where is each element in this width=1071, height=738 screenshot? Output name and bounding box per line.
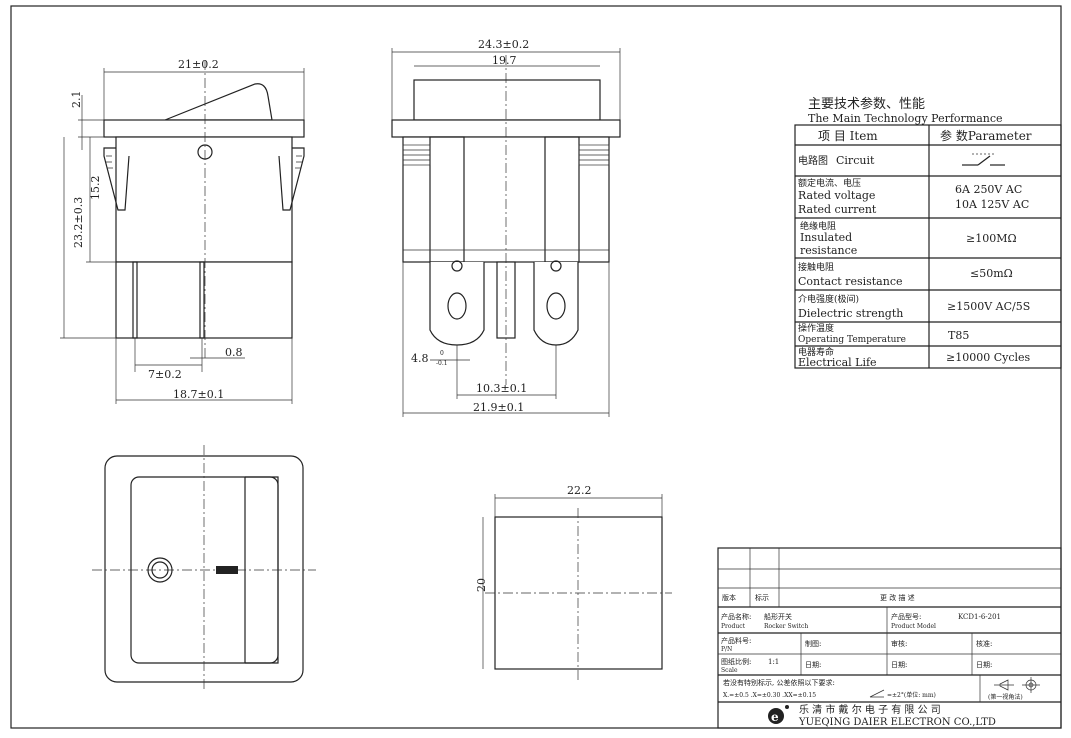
- row-insulated-en: Insulated: [800, 231, 852, 244]
- title-block: 版本 标示 更 改 描 述 产品名称: 船形开关 Product Rocker …: [717, 547, 1062, 729]
- tb-scale-label: 图纸比例:: [721, 657, 751, 666]
- dim-cutout-20: 20: [475, 578, 488, 592]
- front-cap: [413, 79, 601, 121]
- row-insulated-val1: ≥100MΩ: [966, 232, 1017, 245]
- perf-header-param: 参 数Parameter: [940, 128, 1032, 143]
- row-insulated-cn: 绝缘电阻: [800, 220, 836, 232]
- tb-drawn-label: 制图:: [805, 639, 821, 648]
- row-rated-val2: 10A 125V AC: [955, 198, 1029, 211]
- dim-height-15-2: 15.2: [89, 176, 102, 201]
- tb-company-cn: 乐 清 市 戴 尔 电 子 有 限 公 司: [799, 703, 941, 716]
- row-life-val1: ≥10000 Cycles: [946, 351, 1031, 364]
- row-circuit-en: Circuit: [836, 154, 875, 167]
- rocker-mark: [216, 566, 238, 574]
- tb-product-name-cn: 船形开关: [764, 612, 792, 621]
- row-dielectric-val1: ≥1500V AC/5S: [947, 300, 1030, 313]
- row-life-en: Electrical Life: [798, 356, 877, 369]
- dim-width-18-7: 18.7±0.1: [173, 388, 224, 401]
- dim-terminal-tol-upper: 0: [440, 350, 444, 357]
- row-rated-val1: 6A 250V AC: [955, 183, 1022, 196]
- company-logo-icon: e: [768, 705, 789, 724]
- perf-header-item: 项 目 Item: [818, 129, 878, 143]
- row-temp-val1: T85: [948, 329, 969, 342]
- tb-scale-value: 1:1: [768, 658, 779, 666]
- tb-projection: (第一视角法): [988, 693, 1023, 701]
- dim-height-2-1: 2.1: [70, 91, 83, 109]
- dim-height-23-2: 23.2±0.3: [72, 197, 85, 248]
- tb-change-desc: 更 改 描 述: [880, 593, 915, 602]
- row-rated-en: Rated voltage: [798, 189, 875, 202]
- tb-company-en: YUEQING DAIER ELECTRON CO.,LTD: [798, 717, 996, 728]
- dim-width-19-7: 19.7: [492, 54, 517, 67]
- dim-pin-0-8: 0.8: [225, 346, 243, 359]
- perf-title-cn: 主要技术参数、性能: [808, 96, 925, 112]
- dim-width-21-9: 21.9±0.1: [473, 401, 524, 414]
- front-view: 24.3±0.2 19.7 4.8 0 -0.1 10.3±0.1 21.9±0…: [391, 38, 621, 417]
- rocker-actuator: [164, 83, 273, 121]
- terminal-left: [429, 262, 485, 346]
- tb-date-3: 日期:: [976, 661, 992, 669]
- row-circuit-cn: 电路图: [798, 154, 828, 167]
- dim-cutout-22-2: 22.2: [567, 484, 592, 497]
- tb-approve-label: 核准:: [976, 639, 992, 648]
- tb-date-1: 日期:: [805, 661, 821, 669]
- tb-model-label: 产品型号:: [891, 612, 921, 621]
- dim-pitch-7: 7±0.2: [148, 368, 182, 381]
- tb-version-label: 版本: [722, 593, 736, 602]
- svg-text:e: e: [771, 710, 779, 724]
- row-contact-cn: 接触电阻: [798, 261, 834, 273]
- side-view: 21±0.2 2.1 15.2 23.2±0.3 7±0.2 0.8 18.7±…: [60, 58, 305, 404]
- tb-product-name-en: Rocker Switch: [764, 623, 808, 630]
- angle-icon: [869, 689, 885, 698]
- panel-cutout: 22.2 20: [475, 484, 672, 680]
- row-dielectric-en: Dielectric strength: [798, 307, 903, 320]
- dim-terminal-tol-lower: -0.1: [436, 360, 448, 367]
- tb-angle-tol: =±2°(单位: mm): [887, 691, 936, 699]
- indicator-lamp: [147, 557, 173, 583]
- top-view: [92, 445, 316, 692]
- row-contact-en: Contact resistance: [798, 275, 903, 288]
- tb-model-value: KCD1-6-201: [958, 613, 1001, 621]
- tb-pn-label: 产品料号:: [721, 636, 751, 645]
- dim-pitch-10-3: 10.3±0.1: [476, 382, 527, 395]
- row-temp-cn: 操作温度: [798, 322, 834, 334]
- circuit-symbol: [962, 153, 1005, 166]
- row-rated-en2: Rated current: [798, 203, 877, 216]
- perf-title-en: The Main Technology Performance: [808, 112, 1003, 125]
- row-contact-val1: ≤50mΩ: [970, 267, 1013, 280]
- tb-pn-label-en: P/N: [721, 646, 732, 653]
- tb-product-name-label: 产品名称:: [721, 612, 751, 621]
- tb-date-2: 日期:: [891, 661, 907, 669]
- first-angle-projection-icon: [994, 677, 1040, 693]
- dim-terminal-4-8: 4.8: [411, 352, 429, 365]
- row-dielectric-cn: 介电强度(极间): [798, 293, 859, 305]
- tb-tolerance-note: 若没有特别标示, 公差依照以下要求:: [723, 678, 835, 687]
- row-insulated-en2: resistance: [800, 244, 857, 257]
- row-temp-en: Operating Temperature: [798, 335, 906, 345]
- row-rated-cn: 额定电流、电压: [798, 177, 861, 189]
- tb-scale-label-en: Scale: [721, 667, 738, 674]
- dim-width-24-3: 24.3±0.2: [478, 38, 529, 51]
- terminal-right: [533, 262, 579, 346]
- performance-table: 主要技术参数、性能 The Main Technology Performanc…: [794, 96, 1062, 369]
- row-life-cn: 电器寿命: [798, 346, 834, 358]
- tb-model-label-en: Product Model: [891, 623, 936, 630]
- dim-width-21: 21±0.2: [178, 58, 219, 71]
- side-flange: [103, 119, 305, 138]
- tb-product-label-en: Product: [721, 623, 746, 630]
- tb-review-label: 审核:: [891, 639, 907, 648]
- tb-mark-label: 标示: [755, 593, 769, 602]
- tb-tolerance-values: X.=±0.5 .X=±0.30 .XX=±0.15: [723, 692, 816, 699]
